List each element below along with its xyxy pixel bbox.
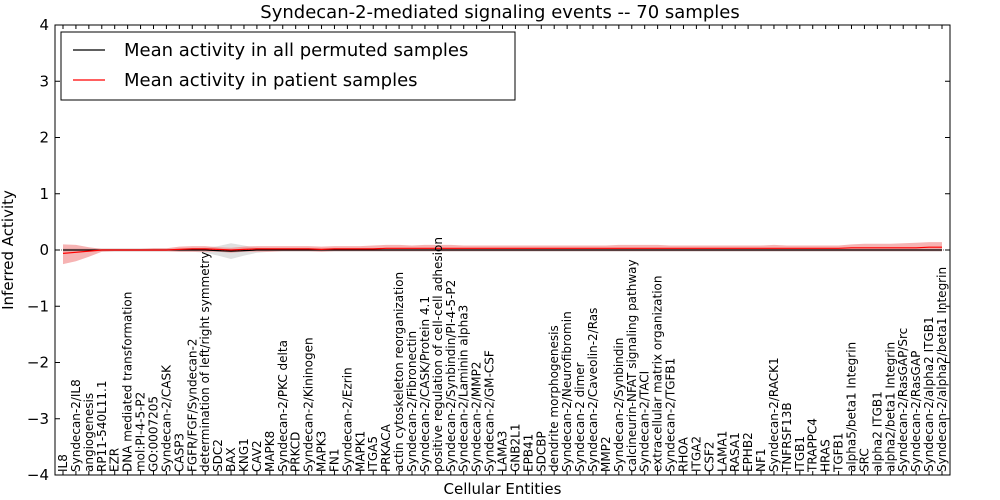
x-tick-label: calcineurin-NFAT signaling pathway <box>625 259 639 472</box>
x-tick-label: Syndecan-2/MMP2 <box>470 362 484 472</box>
x-tick-label: Syndecan-2/Neurofibromin <box>560 311 574 472</box>
x-tick-label: alpha2/beta1 Integrin <box>883 342 897 472</box>
y-tick-label: −1 <box>27 297 49 315</box>
x-tick-label: FN1 <box>327 448 341 472</box>
x-tick-label: LAMA1 <box>715 431 729 472</box>
x-tick-label: Syndecan-2/Laminin alpha3 <box>457 305 471 472</box>
x-tick-label: Syndecan-2/RasGAP/Src <box>896 328 910 472</box>
x-tick-label: ITGA2 <box>689 436 703 472</box>
x-tick-label: NF1 <box>754 448 768 472</box>
x-tick-label: Syndecan-2/CASK <box>159 364 173 472</box>
x-axis-label: Cellular Entities <box>444 480 562 498</box>
y-tick-label: 0 <box>39 241 49 259</box>
x-tick-label: ITGB1 <box>793 436 807 472</box>
x-tick-label: mol:PI-4-5-P2 <box>134 392 148 472</box>
x-tick-label: dendrite morphogenesis <box>547 325 561 472</box>
legend: Mean activity in all permuted samplesMea… <box>60 31 516 101</box>
x-tick-label: Syndecan-2/RACK1 <box>767 357 781 472</box>
x-tick-label: CSF2 <box>702 441 716 472</box>
x-tick-label: SDCBP <box>534 431 548 472</box>
y-tick-label: −4 <box>27 466 49 484</box>
y-axis: −4 −3 −2 −1 0 1 2 3 4 <box>27 16 950 484</box>
x-tick-label: RHOA <box>676 436 690 472</box>
x-tick-label: HRAS <box>819 439 833 472</box>
x-tick-label: SRC <box>857 448 871 472</box>
y-tick-label: 2 <box>39 129 49 147</box>
series-1-line <box>63 249 942 252</box>
x-tick-label: EZR <box>108 448 122 472</box>
series-2-line <box>62 246 942 254</box>
x-tick-label: MAPK3 <box>315 431 329 472</box>
x-tick-label: angiogenesis <box>82 393 96 472</box>
x-tick-label: Syndecan-2/alpha2 ITGB1 <box>922 316 936 472</box>
x-tick-label: CASP3 <box>172 433 186 472</box>
chart-title: Syndecan-2-mediated signaling events -- … <box>260 2 739 23</box>
x-tick-label: Syndecan-2/GM-CSF <box>483 350 497 472</box>
x-tick-label: Syndecan-2/PKC delta <box>276 340 290 472</box>
x-axis: IL8Syndecan-2/IL8angiogenesisRP11-540L11… <box>56 25 949 475</box>
x-tick-label: Syndecan-2/alpha2/beta1 Integrin <box>935 267 949 472</box>
x-tick-label: alpha2 ITGB1 <box>870 391 884 472</box>
x-tick-label: determination of left/right symmetry <box>198 252 212 472</box>
x-tick-label: positive regulation of cell-cell adhesio… <box>431 237 445 472</box>
x-tick-label: Syndecan-2/RasGAP <box>909 351 923 472</box>
x-tick-label: Syndecan-2/Synbindin <box>612 338 626 472</box>
x-tick-label: RP11-540L11.1 <box>95 381 109 472</box>
x-tick-label: EPB41 <box>521 434 535 472</box>
x-tick-label: GNB2L1 <box>508 424 522 472</box>
plot-area <box>55 242 950 265</box>
x-tick-label: actin cytoskeleton reorganization <box>392 272 406 472</box>
x-tick-label: MMP2 <box>599 436 613 472</box>
x-tick-label: Syndecan-2/IL8 <box>69 379 83 472</box>
x-tick-label: BAX <box>224 447 238 472</box>
x-tick-label: TGFB1 <box>832 433 846 473</box>
x-tick-label: Syndecan-2 dimer <box>573 362 587 472</box>
x-tick-label: SDC2 <box>211 439 225 472</box>
legend-label-1: Mean activity in all permuted samples <box>124 40 468 61</box>
y-tick-label: 4 <box>39 16 49 34</box>
x-tick-label: TNFRSF13B <box>780 402 794 473</box>
y-axis-label: Inferred Activity <box>0 190 17 310</box>
x-tick-label: Syndecan-2/Fibronectin <box>405 331 419 472</box>
x-tick-label: extracellular matrix organization <box>651 276 665 473</box>
x-tick-label: Syndecan-2/TACI <box>638 371 652 472</box>
x-tick-label: PRKCD <box>289 432 303 472</box>
x-tick-label: KNG1 <box>237 438 251 472</box>
x-tick-label: MAPK1 <box>353 431 367 472</box>
x-tick-label: FGFR/FGF/Syndecan-2 <box>185 339 199 472</box>
x-tick-label: Syndecan-2/Kininogen <box>302 337 316 472</box>
x-tick-label: MAPK8 <box>263 431 277 472</box>
x-tick-label: DNA mediated transformation <box>121 292 135 472</box>
x-tick-label: EPHB2 <box>741 432 755 472</box>
x-tick-label: Syndecan-2/Ezrin <box>340 367 354 472</box>
x-tick-label: CAV2 <box>250 440 264 472</box>
x-tick-label: PRKACA <box>379 423 393 472</box>
y-tick-label: −2 <box>27 354 49 372</box>
y-tick-label: 1 <box>39 185 49 203</box>
x-tick-label: Syndecan-2/TGFB1 <box>664 358 678 472</box>
y-tick-label: −3 <box>27 410 49 428</box>
series-2-band <box>63 242 942 265</box>
x-tick-label: Syndecan-2/Caveolin-2/Ras <box>586 308 600 472</box>
x-tick-label: ITGA5 <box>366 436 380 472</box>
x-tick-label: LAMA3 <box>496 431 510 472</box>
x-tick-label: GO:0007205 <box>146 396 160 472</box>
legend-box <box>60 31 516 101</box>
x-tick-label: RASA1 <box>728 432 742 472</box>
y-tick-label: 3 <box>39 72 49 90</box>
series-1-band <box>63 243 942 259</box>
x-tick-label: IL8 <box>56 454 70 472</box>
legend-label-2: Mean activity in patient samples <box>124 70 418 91</box>
x-tick-label: Syndecan-2/Synbindin/PI-4-5-P2 <box>444 280 458 472</box>
x-tick-label: TRAPPC4 <box>806 418 820 473</box>
x-tick-label: alpha5/beta1 Integrin <box>845 342 859 472</box>
x-tick-label: Syndecan-2/CASK/Protein 4.1 <box>418 296 432 472</box>
